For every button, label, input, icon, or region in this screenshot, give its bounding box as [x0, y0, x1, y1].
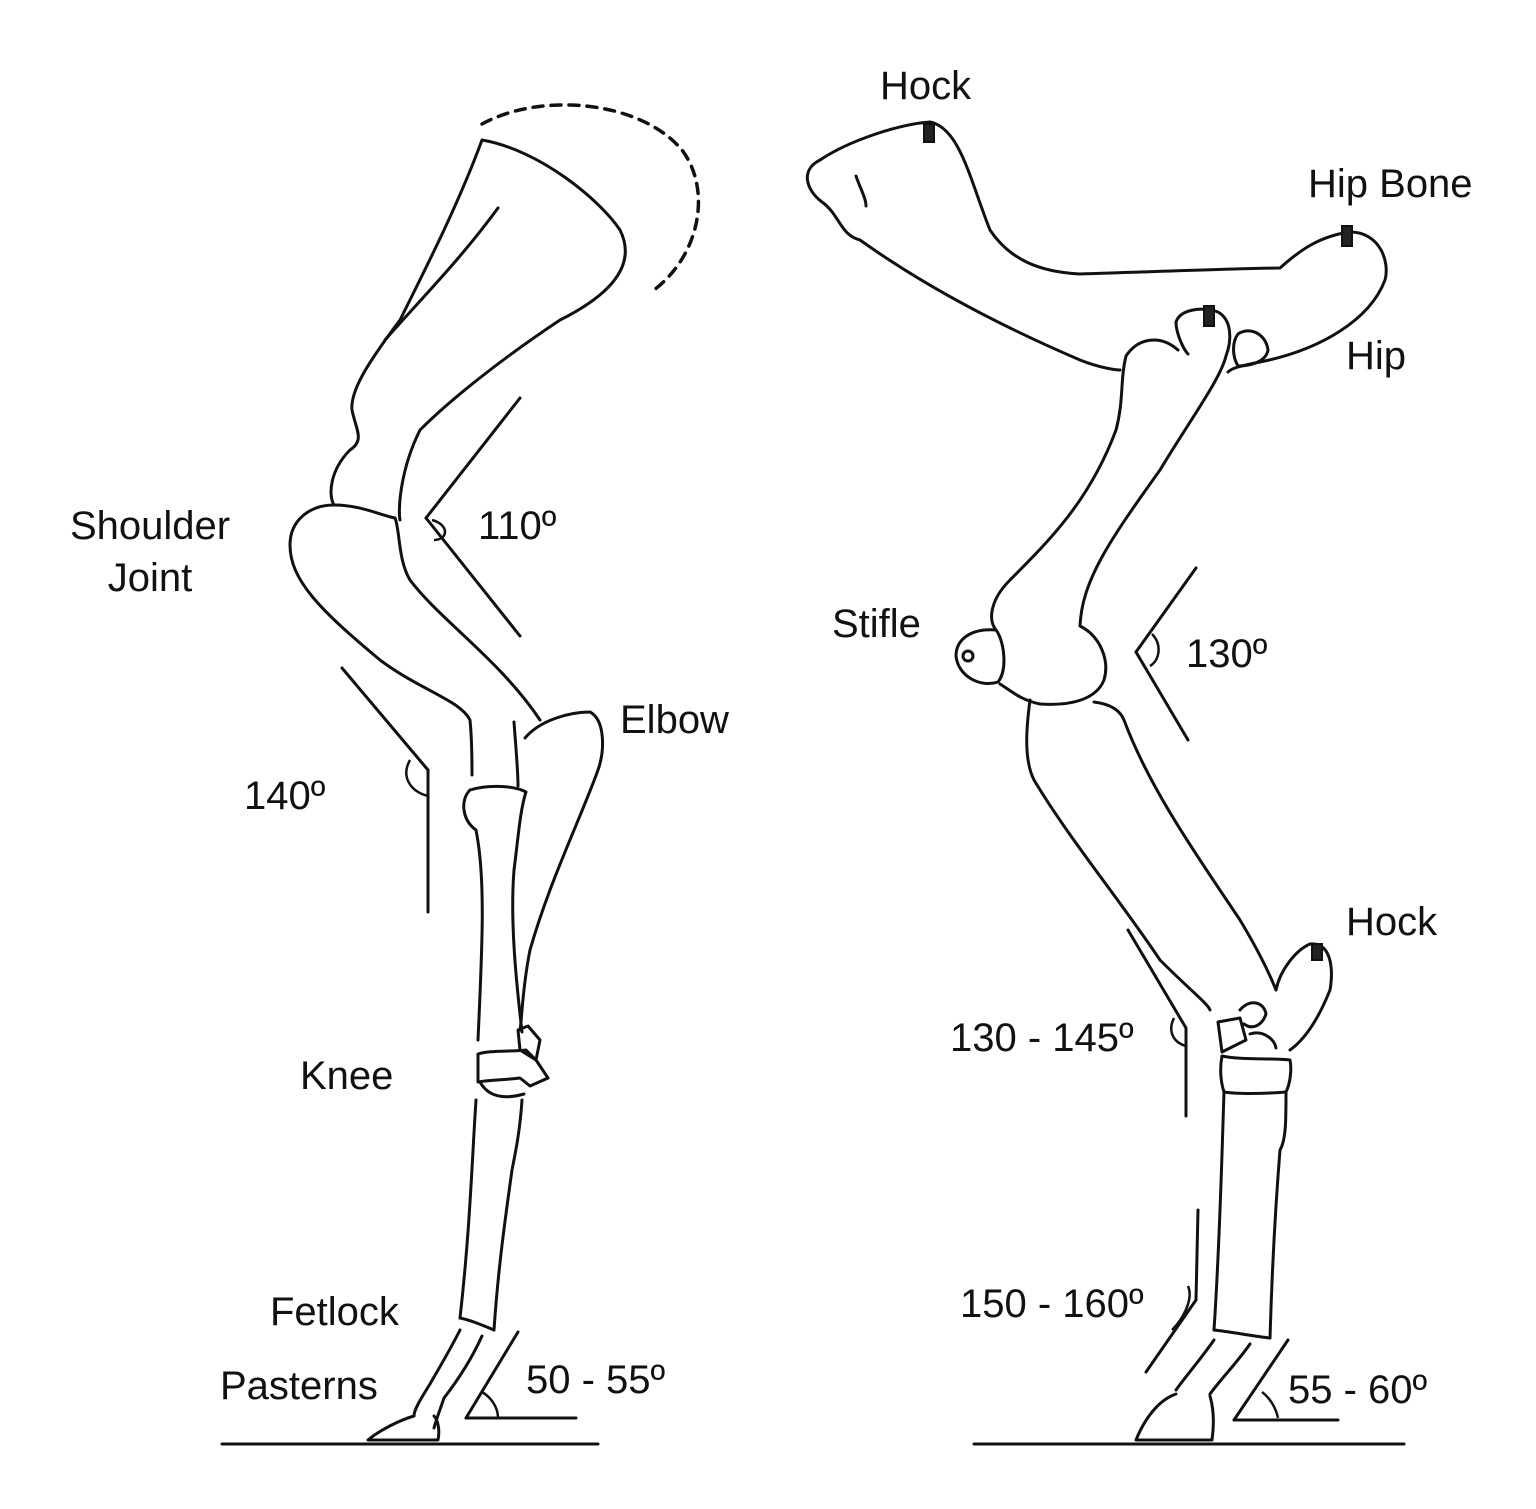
hock-label: Hock	[1346, 900, 1438, 944]
stifle-marker	[961, 649, 975, 663]
shoulder-joint-label-line1: Shoulder	[69, 504, 231, 548]
hip-label: Hip	[1346, 334, 1407, 378]
patella	[954, 628, 1006, 685]
knee-label: Knee	[300, 1054, 394, 1098]
ilium-mark	[854, 174, 868, 208]
pelvis	[818, 120, 1388, 374]
fetlock-ref-line-upper	[1194, 1208, 1200, 1302]
ulna-edge	[512, 720, 520, 788]
hip-bone-marker	[1341, 225, 1353, 247]
hind-hoof-ref-diag	[1232, 1338, 1290, 1422]
hock-angle-label: 130 - 145º	[950, 1016, 1134, 1060]
hind-fetlock-joint	[1212, 1328, 1272, 1340]
hock-top-label: Hock	[880, 64, 972, 108]
humerus	[288, 503, 474, 777]
hock-joint	[1219, 1054, 1293, 1095]
elbow-angle-label: 140º	[244, 774, 326, 818]
carpal-row	[478, 1080, 526, 1099]
scapula	[397, 138, 627, 522]
pelvis-lower	[806, 158, 1122, 372]
elbow-label: Elbow	[620, 698, 729, 742]
stifle-angle-arc	[1149, 633, 1160, 668]
femur	[990, 338, 1180, 632]
radius-front	[468, 784, 528, 1034]
tibia-front	[1092, 700, 1278, 992]
stifle-label: Stifle	[832, 602, 921, 646]
shoulder-angle-label: 110º	[478, 504, 557, 548]
humerus-front	[332, 503, 542, 722]
pastern-bones	[412, 1328, 484, 1430]
calcaneus	[1274, 942, 1333, 1052]
olecranon	[518, 710, 604, 1032]
hindleg-skeleton	[806, 120, 1406, 1446]
shoulder-angle-arc	[431, 518, 447, 542]
femur-back	[998, 320, 1228, 706]
pasterns-label: Pasterns	[220, 1364, 378, 1408]
fore-hoof-angle-label: 50 - 55º	[526, 1358, 666, 1402]
radius	[462, 788, 484, 1042]
fetlock-joint	[458, 1316, 496, 1332]
fetlock-angle-arc	[1171, 1285, 1191, 1331]
foreleg-skeleton	[220, 103, 701, 1446]
stifle-angle-label: 130º	[1186, 632, 1268, 676]
cannon-bone	[458, 1098, 524, 1332]
scapula-back	[329, 138, 484, 507]
scapula-spine	[383, 206, 500, 342]
shoulder-joint-label-line2: Joint	[107, 556, 193, 600]
fore-hoof-ref-diag	[464, 1330, 520, 1420]
hind-cannon-bone	[1212, 1090, 1288, 1340]
hind-hoof-angle-arc	[1261, 1391, 1280, 1419]
hock-marker	[1311, 943, 1323, 961]
shoulder-joint-label: Shoulder Joint	[60, 506, 240, 598]
accessory-carpal	[516, 1024, 542, 1062]
elbow-ref-line-upper	[340, 666, 430, 772]
hock-ref-line-upper	[1126, 928, 1188, 1030]
fetlock-label: Fetlock	[270, 1290, 399, 1334]
tibia-back	[1025, 698, 1212, 1012]
hock-angle-arc	[1170, 1017, 1187, 1048]
hip-bone-label: Hip Bone	[1308, 162, 1473, 206]
carpal-bones	[476, 1048, 550, 1088]
hock-top-marker	[923, 123, 935, 143]
scapula-cartilage-outline	[480, 103, 701, 292]
hind-pastern-bones	[1174, 1338, 1252, 1396]
hind-hoof-angle-label: 55 - 60º	[1288, 1368, 1428, 1412]
hip-marker	[1203, 305, 1215, 327]
fetlock-ref-line-lower	[1144, 1298, 1198, 1374]
tarsal-bones	[1216, 1001, 1278, 1054]
stifle-ref-line-upper	[1134, 566, 1198, 654]
fore-hoof-angle-arc	[481, 1390, 500, 1419]
elbow-angle-arc	[405, 759, 429, 798]
fore-hoof	[366, 1414, 441, 1442]
hind-hoof	[1134, 1392, 1215, 1442]
shoulder-ref-line-upper	[424, 396, 522, 520]
fetlock-angle-label: 150 - 160º	[960, 1282, 1144, 1326]
stifle-ref-line-lower	[1134, 650, 1190, 742]
hip-joint	[1174, 307, 1270, 368]
